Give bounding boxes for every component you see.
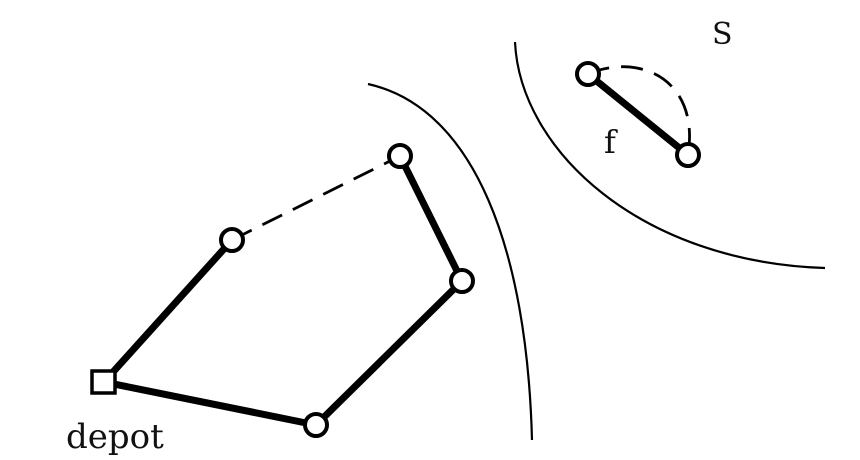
- boundary-curve-middle: [367, 82, 534, 441]
- route-edge-depot-to-left: [100, 236, 236, 386]
- customer-node-top: [387, 143, 413, 169]
- boundary-curve-region-s: [513, 41, 826, 270]
- edge-f-label: f: [604, 123, 618, 161]
- route-edge-bottom-to-depot: [100, 378, 320, 429]
- route-edge-dashed-left-to-top: [231, 154, 401, 242]
- region-s-label: S: [712, 17, 733, 52]
- depot-node: [90, 369, 117, 395]
- route-edge-right-to-bottom: [312, 277, 466, 429]
- depot-label: depot: [66, 417, 164, 457]
- route-edge-top-to-right: [396, 152, 466, 285]
- edge-f-start-node: [575, 61, 601, 87]
- customer-node-left: [219, 227, 245, 253]
- edge-f-dashed-arc: [587, 65, 691, 156]
- customer-node-right: [449, 268, 475, 294]
- edge-f: [584, 70, 692, 159]
- customer-node-bottom: [303, 412, 329, 438]
- edge-f-end-node: [675, 142, 701, 168]
